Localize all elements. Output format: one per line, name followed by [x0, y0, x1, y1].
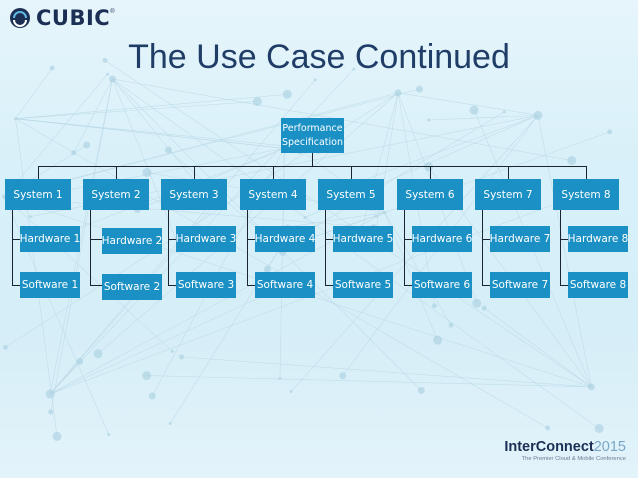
- hardware-5-node: Hardware 5: [333, 226, 393, 252]
- system-6-drop: [430, 166, 431, 179]
- software-1-link: [12, 285, 20, 286]
- hardware-4-link: [247, 239, 255, 240]
- logo-trademark: ®: [110, 9, 115, 15]
- system-3-bracket: [168, 210, 169, 285]
- software-8-node: Software 8: [568, 272, 628, 298]
- hardware-1-node: Hardware 1: [20, 226, 80, 252]
- hardware-1-link: [12, 239, 20, 240]
- root-connector: [312, 153, 313, 166]
- software-5-link: [325, 285, 333, 286]
- software-4-node: Software 4: [255, 272, 315, 298]
- hardware-3-node: Hardware 3: [176, 226, 236, 252]
- software-8-link: [560, 285, 568, 286]
- footer-brand: InterConnect2015 The Premier Cloud & Mob…: [504, 440, 626, 463]
- system-3-node: System 3: [161, 179, 227, 210]
- system-6-node: System 6: [397, 179, 463, 210]
- system-1-bracket: [12, 210, 13, 285]
- software-6-link: [404, 285, 412, 286]
- system-2-node: System 2: [83, 179, 149, 210]
- software-3-link: [168, 285, 176, 286]
- logo-name: CUBIC: [36, 6, 111, 30]
- hardware-6-node: Hardware 6: [412, 226, 472, 252]
- cubic-logo: CUBIC ®: [8, 5, 115, 31]
- hardware-5-link: [325, 239, 333, 240]
- system-4-drop: [273, 166, 274, 179]
- brand-name: InterConnect2015: [504, 440, 626, 455]
- slide-title: The Use Case Continued: [128, 38, 510, 76]
- software-3-node: Software 3: [176, 272, 236, 298]
- hardware-7-node: Hardware 7: [490, 226, 550, 252]
- software-2-link: [90, 285, 102, 286]
- system-5-drop: [351, 166, 352, 179]
- brand-tagline: The Premier Cloud & Mobile Conference: [521, 456, 626, 462]
- system-7-drop: [508, 166, 509, 179]
- system-1-node: System 1: [5, 179, 71, 210]
- system-bus: [38, 166, 586, 167]
- hardware-6-link: [404, 239, 412, 240]
- cubic-globe-icon: [10, 8, 30, 28]
- hardware-2-link: [90, 239, 102, 240]
- hardware-4-node: Hardware 4: [255, 226, 315, 252]
- system-5-node: System 5: [318, 179, 384, 210]
- system-4-node: System 4: [240, 179, 306, 210]
- brand-word: InterConnect: [504, 439, 594, 455]
- software-4-link: [247, 285, 255, 286]
- software-7-link: [482, 285, 490, 286]
- system-4-bracket: [247, 210, 248, 285]
- hardware-8-link: [560, 239, 568, 240]
- system-8-node: System 8: [553, 179, 619, 210]
- software-6-node: Software 6: [412, 272, 472, 298]
- system-2-bracket: [90, 210, 91, 285]
- hardware-2-node: Hardware 2: [102, 228, 162, 254]
- hardware-7-link: [482, 239, 490, 240]
- system-8-bracket: [560, 210, 561, 285]
- software-1-node: Software 1: [20, 272, 80, 298]
- software-5-node: Software 5: [333, 272, 393, 298]
- hardware-3-link: [168, 239, 176, 240]
- brand-year: 2015: [593, 439, 626, 455]
- hardware-8-node: Hardware 8: [568, 226, 628, 252]
- system-8-drop: [586, 166, 587, 179]
- system-7-bracket: [482, 210, 483, 285]
- system-5-bracket: [325, 210, 326, 285]
- software-7-node: Software 7: [490, 272, 550, 298]
- system-6-bracket: [404, 210, 405, 285]
- system-2-drop: [116, 166, 117, 179]
- system-7-node: System 7: [475, 179, 541, 210]
- system-3-drop: [194, 166, 195, 179]
- root-node: Performance Specification: [281, 118, 344, 153]
- system-1-drop: [38, 166, 39, 179]
- software-2-node: Software 2: [102, 274, 162, 300]
